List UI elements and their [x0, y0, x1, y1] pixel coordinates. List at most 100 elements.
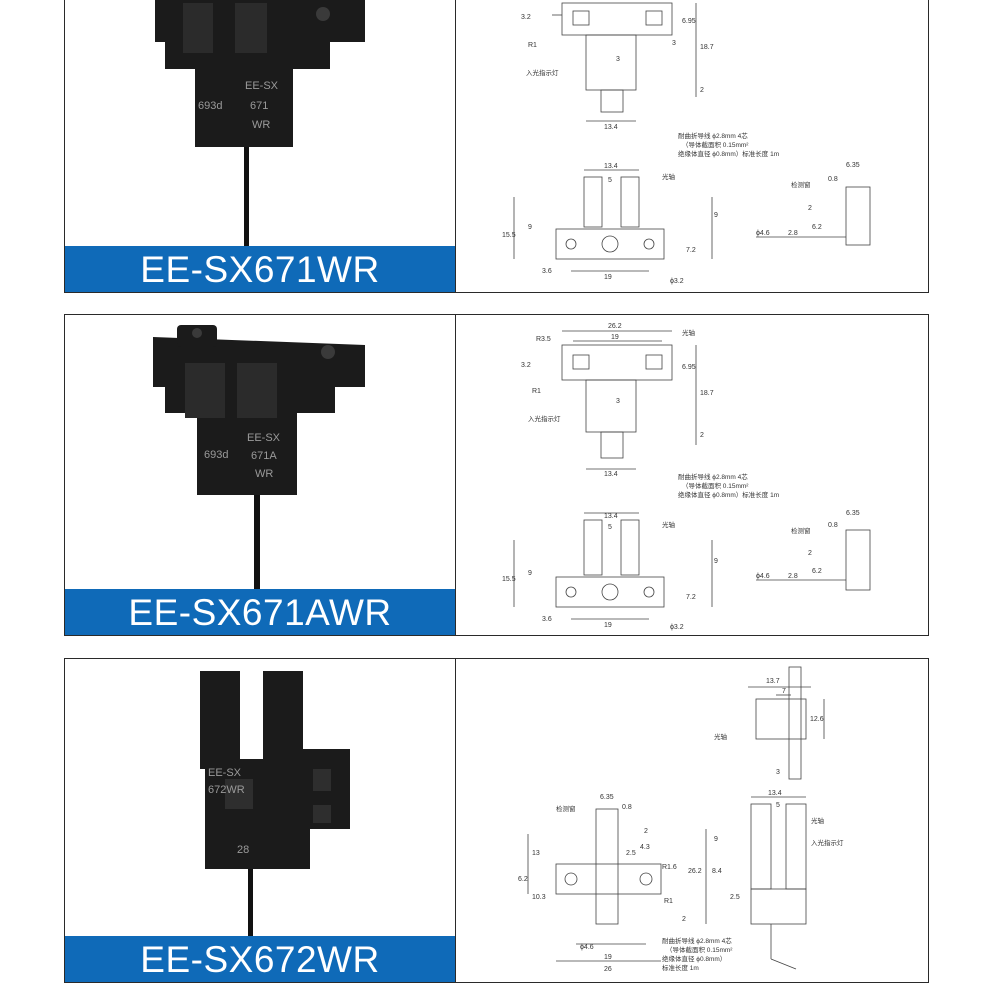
dimension-label: ϕ3.2 — [670, 278, 684, 285]
model-label: EE-SX671AWR — [65, 589, 455, 635]
body-marking: 672WR — [208, 784, 245, 796]
dimension-label: 3.6 — [542, 268, 552, 275]
dimension-label: 9 — [714, 836, 718, 843]
model-label: EE-SX672WR — [65, 936, 455, 982]
drawing-annotation: 检测窗 — [791, 180, 811, 189]
drawing-note: （导体截面积 0.15mm² — [666, 945, 733, 954]
dimension-label: 5 — [776, 802, 780, 809]
model-label: EE-SX671WR — [65, 246, 455, 292]
dimension-label: 6.2 — [812, 224, 822, 231]
dimension-label: 7.2 — [686, 247, 696, 254]
dimension-label: 19 — [611, 334, 619, 341]
dimension-label: 26 — [604, 966, 612, 973]
drawing-annotation: 光轴 — [682, 328, 696, 337]
drawing-note: 绝缘体直径 ϕ0.8mm） — [662, 954, 726, 963]
dimension-label: 3.6 — [542, 616, 552, 623]
dimension-label: 9 — [714, 212, 718, 219]
dimension-label: 2 — [700, 87, 704, 94]
body-marking: WR — [252, 119, 270, 131]
body-marking: EE-SX — [245, 80, 279, 92]
dimension-label: R3.5 — [536, 336, 551, 343]
dimension-label: 19 — [604, 954, 612, 961]
dimension-label: 10.3 — [532, 894, 546, 901]
dimension-label: 13.4 — [604, 163, 618, 170]
dimension-label: 3 — [672, 40, 676, 47]
dimension-label: 9 — [528, 224, 532, 231]
drawing-note: 标准长度 1m — [662, 963, 699, 972]
dimension-label: 6.2 — [518, 876, 528, 883]
dimension-label: ϕ4.6 — [756, 230, 770, 237]
body-marking: 28 — [237, 844, 249, 856]
drawing-note: （导体截面积 0.15mm² — [682, 481, 749, 490]
body-marking: 671 — [250, 100, 268, 112]
dimension-label: 13 — [532, 850, 540, 857]
drawing-annotation: 入光指示灯 — [528, 414, 561, 423]
dimension-label: 13.4 — [604, 513, 618, 520]
sensor-photo: EE-SX 672WR 28 — [200, 671, 350, 939]
drawing-note: 绝缘体直径 ϕ0.8mm）标准长度 1m — [678, 490, 779, 499]
drawing-annotation: 检测窗 — [791, 526, 811, 535]
dimension-label: 3 — [776, 769, 780, 776]
drawing-annotation: 光轴 — [662, 520, 676, 529]
body-marking: 693d — [204, 449, 228, 461]
dimension-label: 6.95 — [682, 18, 696, 25]
dimension-label: 3 — [616, 398, 620, 405]
dimension-label: R1 — [664, 898, 673, 905]
drawing-annotation: 检测窗 — [556, 804, 576, 813]
dimension-label: 3.2 — [521, 14, 531, 21]
dimension-label: 26.2 — [608, 323, 622, 330]
dimension-label: 9 — [528, 570, 532, 577]
dimension-label: 0.8 — [828, 522, 838, 529]
dimension-label: 15.5 — [502, 232, 516, 239]
dimension-label: 18.7 — [700, 44, 714, 51]
dimension-label: 6.2 — [812, 568, 822, 575]
drawing-annotation: 光轴 — [811, 816, 825, 825]
dimension-label: ϕ4.6 — [580, 944, 594, 951]
product-photo-area: 693d EE-SX 671A WR EE-SX671AWR — [65, 315, 456, 635]
dimension-label: 2 — [808, 205, 812, 212]
product-panel-1: 693d EE-SX 671 WR EE-SX671WR 3.2 6.95 R1… — [64, 0, 929, 293]
dimension-label: 7 — [782, 688, 786, 695]
dimension-label: 2.8 — [788, 230, 798, 237]
dimension-label: 2.8 — [788, 573, 798, 580]
dimension-label: 4.3 — [640, 844, 650, 851]
dimension-drawing-svg: 3.2 6.95 R1 3 18.7 入光指示灯 3 2 13.4 耐曲折导线 … — [502, 2, 871, 285]
dimension-label: 26.2 — [688, 868, 702, 875]
drawing-annotation: 入光指示灯 — [811, 838, 844, 847]
drawing-note: 耐曲折导线 ϕ2.8mm 4芯 — [662, 936, 732, 945]
dimension-label: 5 — [608, 524, 612, 531]
product-photo-area: EE-SX 672WR 28 EE-SX672WR — [65, 659, 456, 982]
dimension-drawing-svg: 13.7 7 12.6 光轴 3 检测窗 6.35 0.8 2 4.3 2.5 … — [518, 666, 844, 973]
dimension-label: R1.6 — [662, 864, 677, 871]
dimension-label: 15.5 — [502, 576, 516, 583]
dimension-drawing-svg: 26.2 19 R3.5 光轴 3.2 6.95 R1 3 18.7 入光指示灯… — [502, 323, 871, 631]
dimension-label: 12.6 — [810, 716, 824, 723]
body-marking: WR — [255, 468, 273, 480]
drawing-annotation: 光轴 — [714, 732, 728, 741]
drawing-annotation: 入光指示灯 — [526, 68, 559, 77]
dimension-label: 3.2 — [521, 362, 531, 369]
drawing-note: 耐曲折导线 ϕ2.8mm 4芯 — [678, 472, 748, 481]
drawing-annotation: 光轴 — [662, 172, 676, 181]
dimension-drawing: 3.2 6.95 R1 3 18.7 入光指示灯 3 2 13.4 耐曲折导线 … — [456, 0, 928, 292]
dimension-label: R1 — [532, 388, 541, 395]
dimension-label: 6.35 — [846, 510, 860, 517]
dimension-label: 0.8 — [622, 804, 632, 811]
dimension-label: 0.8 — [828, 176, 838, 183]
dimension-label: 9 — [714, 558, 718, 565]
dimension-label: 2.5 — [626, 850, 636, 857]
dimension-label: 18.7 — [700, 390, 714, 397]
dimension-label: 2 — [644, 828, 648, 835]
drawing-note: 绝缘体直径 ϕ0.8mm）标准长度 1m — [678, 149, 779, 158]
dimension-label: 5 — [608, 177, 612, 184]
dimension-label: 19 — [604, 622, 612, 629]
dimension-drawing: 26.2 19 R3.5 光轴 3.2 6.95 R1 3 18.7 入光指示灯… — [456, 315, 928, 635]
body-marking: EE-SX — [247, 432, 281, 444]
dimension-label: 2 — [700, 432, 704, 439]
dimension-label: 6.35 — [600, 794, 614, 801]
dimension-label: ϕ4.6 — [756, 573, 770, 580]
dimension-drawing: 13.7 7 12.6 光轴 3 检测窗 6.35 0.8 2 4.3 2.5 … — [456, 659, 928, 982]
dimension-label: 7.2 — [686, 594, 696, 601]
sensor-photo: 693d EE-SX 671 WR — [155, 0, 365, 247]
dimension-label: 8.4 — [712, 868, 722, 875]
